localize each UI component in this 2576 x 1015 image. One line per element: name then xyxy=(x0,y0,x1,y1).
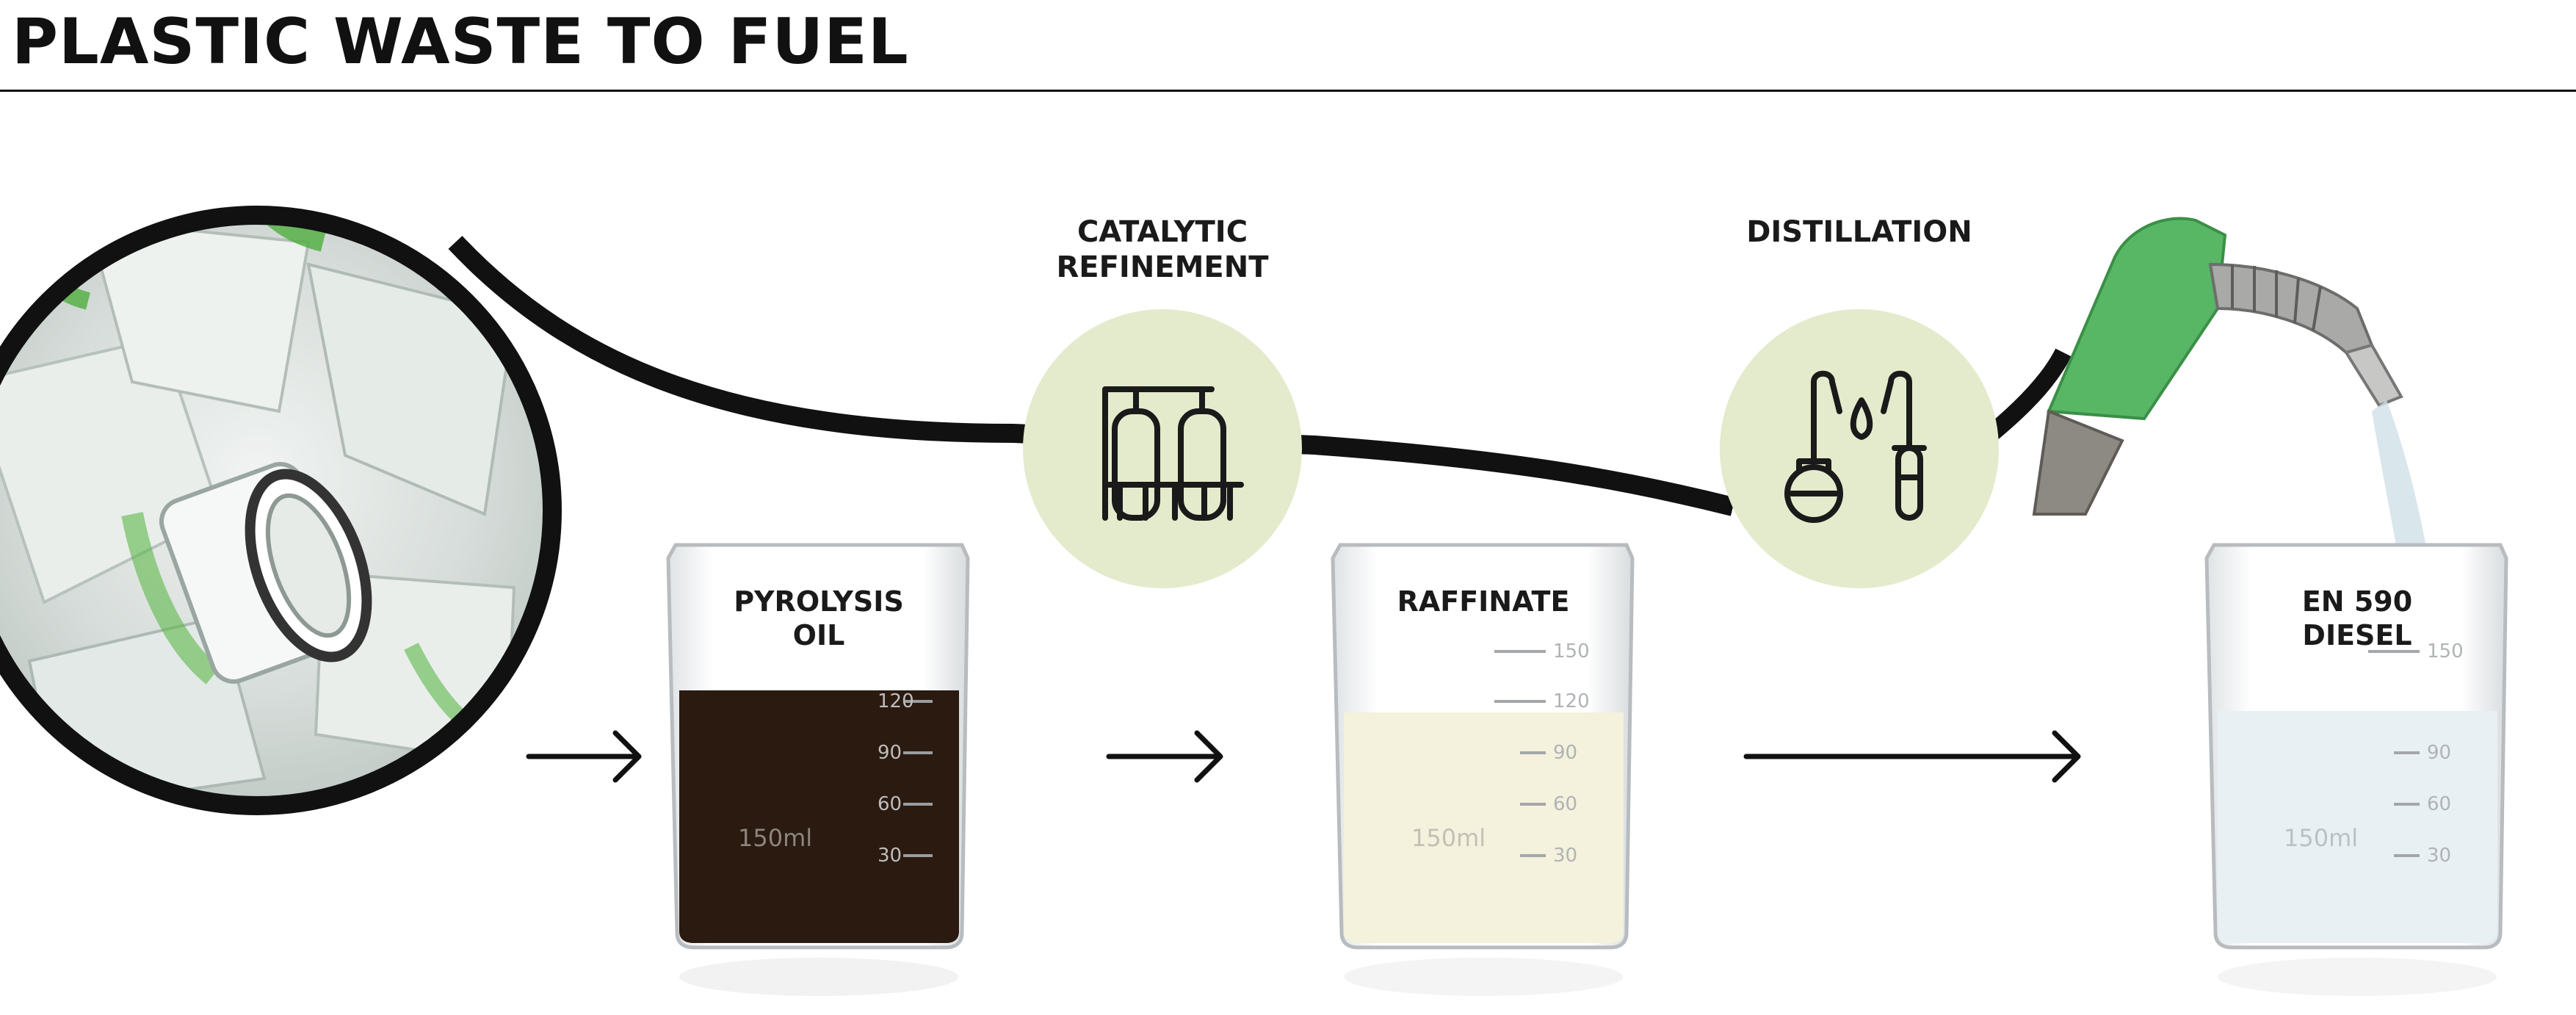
beaker-label-raffinate: RAFFINATE xyxy=(1397,585,1570,618)
beaker-2-mark: 30 xyxy=(1553,845,1577,867)
beaker-3 xyxy=(2204,543,2508,996)
beaker-1-liquid xyxy=(679,690,959,943)
beaker-3-mark: 150 xyxy=(2427,640,2464,662)
beaker-1-volume: 150ml xyxy=(738,824,812,852)
beaker-2-mark: 150 xyxy=(1553,640,1590,662)
beaker-1-mark: 90 xyxy=(878,742,902,764)
beaker-3-mark: 90 xyxy=(2427,742,2451,764)
step-label-catalytic: CATALYTIC REFINEMENT xyxy=(1056,215,1269,284)
beaker-3-mark: 30 xyxy=(2427,845,2451,867)
refinery-tanks-icon xyxy=(1023,309,1302,588)
connector-line xyxy=(448,236,1736,516)
beaker-2-mark: 90 xyxy=(1553,742,1577,764)
beaker-3-liquid xyxy=(2218,711,2497,943)
step-label-distillation: DISTILLATION xyxy=(1746,215,1972,249)
lab-glassware-icon xyxy=(1720,309,1999,588)
beaker-1-mark: 30 xyxy=(878,845,902,867)
beaker-2-mark: 120 xyxy=(1553,690,1590,712)
beaker-3-volume: 150ml xyxy=(2284,824,2358,852)
beaker-1-mark: 60 xyxy=(878,793,902,815)
beaker-label-diesel: EN 590 DIESEL xyxy=(2301,585,2413,651)
beaker-2-volume: 150ml xyxy=(1411,824,1486,852)
beaker-2 xyxy=(1331,543,1635,996)
page-title: PLASTIC WASTE TO FUEL xyxy=(12,5,909,79)
beaker-1 xyxy=(666,543,970,996)
right-arrow-icon xyxy=(526,730,642,783)
beaker-label-pyrolysis: PYROLYSIS OIL xyxy=(734,585,904,651)
right-arrow-icon xyxy=(1106,730,1223,783)
right-arrow-icon xyxy=(1743,730,2081,783)
title-divider xyxy=(0,90,2576,92)
beaker-2-mark: 60 xyxy=(1553,793,1577,815)
beaker-1-mark: 120 xyxy=(878,690,914,712)
beaker-3-mark: 60 xyxy=(2427,793,2451,815)
beaker-2-liquid xyxy=(1344,712,1624,943)
